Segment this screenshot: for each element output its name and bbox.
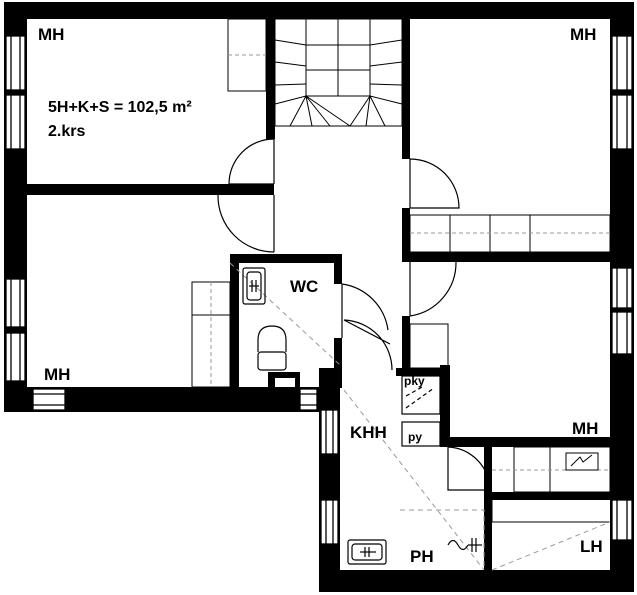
outer-walls	[4, 2, 634, 592]
wall-stair-right	[402, 19, 410, 159]
wall-stair-left	[266, 19, 275, 139]
window-icon	[32, 388, 66, 411]
window-icon	[5, 332, 26, 382]
py-box	[401, 421, 441, 447]
wall-ph-lh	[484, 447, 492, 570]
window-icon	[611, 267, 633, 309]
wall-right-room-left-lower	[402, 208, 410, 262]
door-swing-icon	[409, 261, 457, 317]
door-swing-icon	[228, 138, 275, 185]
shower-icon	[447, 538, 482, 552]
window-icon	[320, 499, 339, 545]
room-label-wc: WC	[290, 277, 319, 296]
wardrobe-icon	[491, 446, 611, 523]
window-icon	[611, 94, 633, 150]
door-swing-icon	[409, 158, 460, 209]
interior-walls	[27, 19, 610, 570]
wall-khh-fix	[396, 368, 450, 376]
wall-wing-left	[319, 368, 340, 592]
wall-khh-top	[319, 368, 342, 388]
toilet-icon	[257, 325, 287, 371]
wall-mid-bottom	[440, 437, 610, 447]
room-label-mh-top-right: MH	[570, 25, 597, 44]
wardrobe-icon	[191, 281, 231, 388]
wall-top	[4, 2, 634, 19]
door-swing-icon	[447, 446, 491, 491]
wall-wc-right-lower	[334, 338, 342, 368]
staircase-icon	[274, 18, 403, 127]
shower-icon	[565, 452, 599, 471]
wall-partition-left-h	[27, 184, 274, 195]
sink-icon	[242, 267, 266, 305]
wall-wc-left	[230, 254, 239, 387]
window-icon	[5, 94, 26, 150]
furniture	[191, 18, 611, 571]
wall-mid-left-lower	[440, 365, 450, 443]
wall-wc-top	[230, 254, 341, 263]
fixture-label-pky: pky	[404, 374, 425, 388]
wall-lh-top	[492, 492, 610, 500]
room-label-khh: KHH	[350, 423, 387, 442]
door-swing-icon	[343, 319, 393, 371]
room-label-mh-top-left: MH	[38, 25, 65, 44]
windows	[5, 35, 633, 545]
wall-right-room-bottom	[402, 252, 610, 262]
fixture-label-py: py	[408, 430, 423, 444]
window-icon	[299, 388, 318, 411]
door-swings	[217, 138, 491, 491]
room-label-ph: PH	[410, 547, 434, 566]
fixtures	[242, 267, 482, 565]
window-icon	[5, 35, 26, 91]
room-label-mh-mid-right: MH	[572, 419, 599, 438]
pky-box	[401, 375, 441, 415]
window-icon	[5, 278, 26, 328]
window-icon	[611, 35, 633, 91]
window-icon	[611, 311, 633, 355]
wall-bottom-wing	[319, 570, 634, 592]
wall-wc-right	[334, 254, 342, 284]
wardrobe-icon	[227, 18, 267, 92]
wall-mid-left	[402, 316, 410, 368]
window-icon	[611, 499, 633, 541]
window-icon	[320, 409, 339, 455]
floor-label: 2.krs	[48, 123, 86, 140]
sink-icon	[347, 539, 387, 565]
area-summary: 5H+K+S = 102,5 m²	[48, 99, 192, 116]
room-label-lh: LH	[580, 537, 603, 556]
door-swing-icon	[217, 194, 275, 253]
wardrobe-icon	[409, 214, 611, 253]
door-swing-icon	[341, 283, 389, 338]
room-label-mh-bottom-left: MH	[44, 365, 71, 384]
